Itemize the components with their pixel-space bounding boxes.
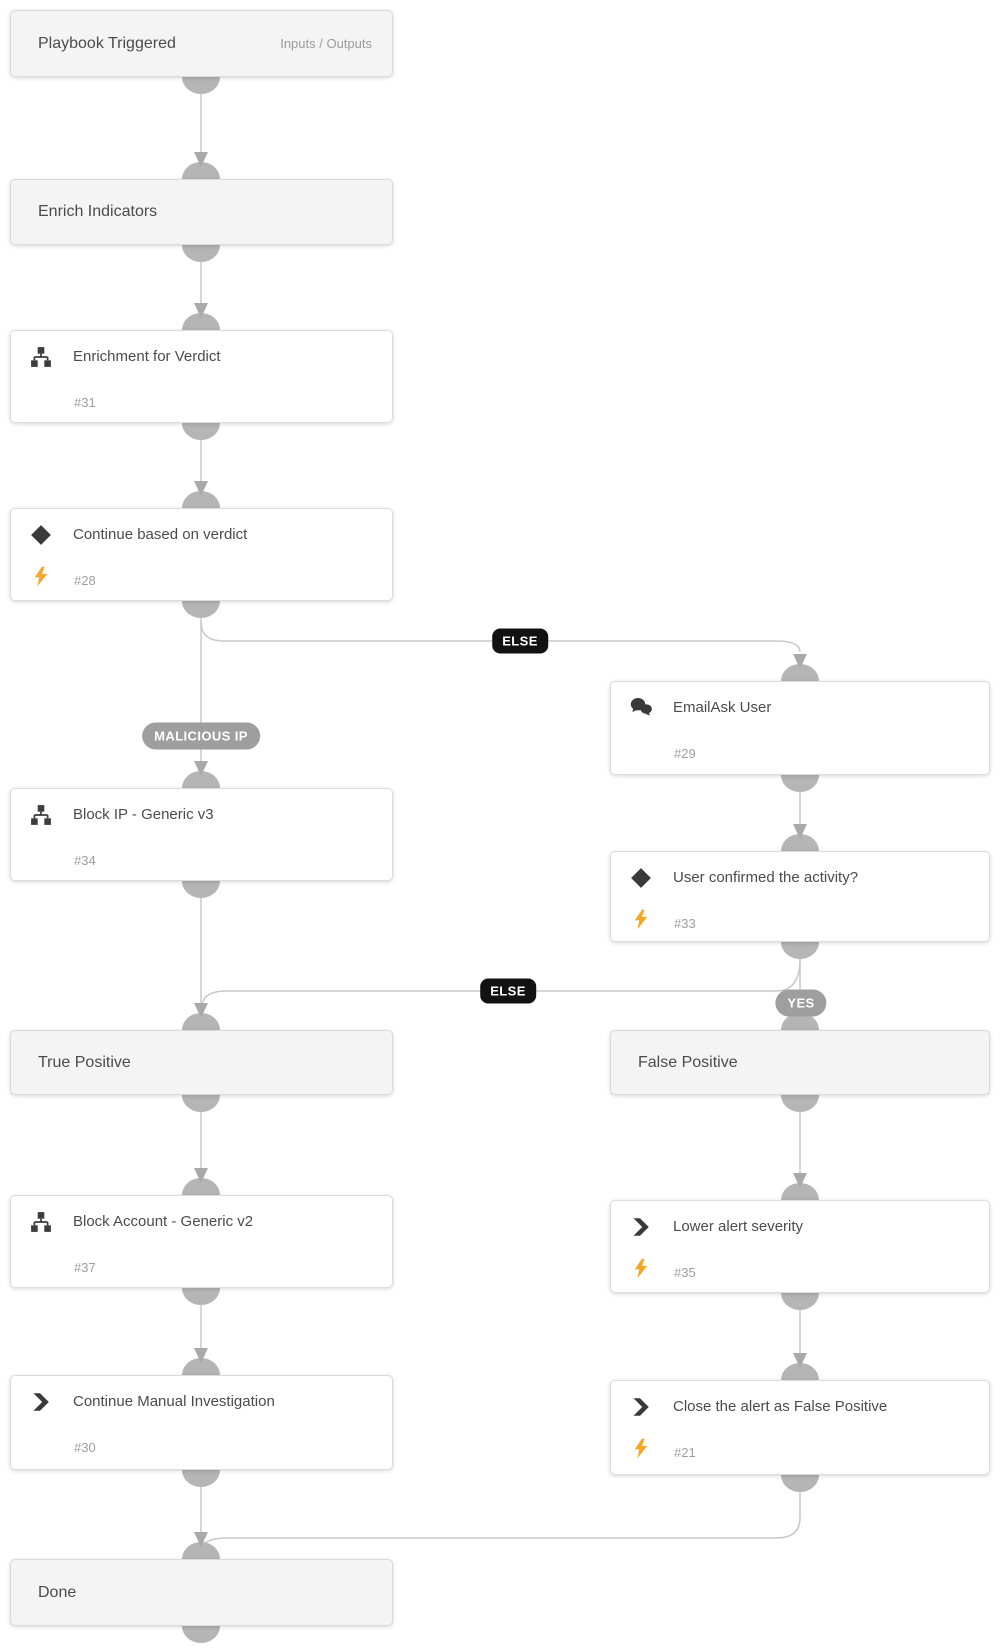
section-title: Playbook Triggered bbox=[38, 34, 176, 52]
section-node-true-positive[interactable]: True Positive bbox=[10, 1030, 393, 1095]
task-number: #21 bbox=[674, 1445, 696, 1460]
task-node-block-account-generic-v2[interactable]: Block Account - Generic v2 #37 bbox=[10, 1195, 393, 1288]
connector-exit-dome bbox=[182, 881, 220, 898]
inputs-outputs-link[interactable]: Inputs / Outputs bbox=[280, 36, 372, 51]
arrowhead-icon bbox=[194, 481, 208, 496]
section-title: Done bbox=[38, 1583, 77, 1601]
connector-entry-dome bbox=[781, 834, 819, 851]
task-node-close-alert-false-positive[interactable]: Close the alert as False Positive #21 bbox=[610, 1380, 990, 1475]
sub-playbook-icon bbox=[30, 1211, 52, 1233]
connector-entry-dome bbox=[781, 1363, 819, 1380]
arrowhead-icon bbox=[194, 1168, 208, 1183]
lightning-icon bbox=[633, 909, 649, 930]
task-node-enrichment-for-verdict[interactable]: Enrichment for Verdict #31 bbox=[10, 330, 393, 423]
task-title: Continue Manual Investigation bbox=[73, 1393, 275, 1410]
connector-exit-dome bbox=[182, 423, 220, 440]
connector-exit-dome bbox=[182, 245, 220, 262]
arrowhead-icon bbox=[194, 1532, 208, 1547]
task-title: Lower alert severity bbox=[673, 1218, 804, 1235]
task-title: Close the alert as False Positive bbox=[673, 1398, 888, 1415]
task-node-lower-alert-severity[interactable]: Lower alert severity #35 bbox=[610, 1200, 990, 1293]
connector-entry-dome bbox=[182, 491, 220, 508]
connector-entry-dome bbox=[182, 1542, 220, 1559]
section-node-enrich-indicators[interactable]: Enrich Indicators bbox=[10, 179, 393, 245]
condition-node-user-confirmed-activity[interactable]: User confirmed the activity? #33 bbox=[610, 851, 990, 942]
arrowhead-icon bbox=[793, 824, 807, 839]
task-number: #28 bbox=[74, 573, 96, 588]
task-number: #37 bbox=[74, 1260, 96, 1275]
section-node-false-positive[interactable]: False Positive bbox=[610, 1030, 990, 1095]
task-node-block-ip-generic-v3[interactable]: Block IP - Generic v3 #34 bbox=[10, 788, 393, 881]
arrowhead-icon bbox=[793, 1353, 807, 1368]
chevron-task-icon bbox=[630, 1396, 652, 1418]
task-number: #34 bbox=[74, 853, 96, 868]
section-title: True Positive bbox=[38, 1053, 131, 1071]
task-title: Block IP - Generic v3 bbox=[73, 806, 214, 823]
arrowhead-icon bbox=[793, 654, 807, 669]
edge-label-else-1: ELSE bbox=[492, 628, 548, 654]
connector-edge bbox=[201, 1491, 801, 1551]
connector-exit-dome bbox=[182, 601, 220, 618]
arrowhead-icon bbox=[793, 1173, 807, 1188]
connector-exit-dome bbox=[182, 1470, 220, 1487]
arrowhead-icon bbox=[194, 761, 208, 776]
section-title: False Positive bbox=[638, 1053, 738, 1071]
task-number: #30 bbox=[74, 1440, 96, 1455]
connector-exit-dome bbox=[781, 942, 819, 959]
connector-exit-dome bbox=[182, 1626, 220, 1643]
edge-label-else-2: ELSE bbox=[480, 978, 536, 1004]
connector-entry-dome bbox=[182, 771, 220, 788]
task-title: User confirmed the activity? bbox=[673, 869, 859, 886]
sub-playbook-icon bbox=[30, 804, 52, 826]
section-node-done[interactable]: Done bbox=[10, 1559, 393, 1626]
task-number: #31 bbox=[74, 395, 96, 410]
connector-exit-dome bbox=[182, 77, 220, 94]
task-title: Enrichment for Verdict bbox=[73, 348, 221, 365]
chevron-task-icon bbox=[30, 1391, 52, 1413]
section-title: Enrich Indicators bbox=[38, 203, 158, 220]
lightning-icon bbox=[633, 1258, 649, 1279]
arrowhead-icon bbox=[194, 152, 208, 167]
connector-entry-dome bbox=[182, 313, 220, 330]
task-title: EmailAsk User bbox=[673, 699, 772, 716]
task-number: #29 bbox=[674, 746, 696, 761]
task-node-continue-manual-investigation[interactable]: Continue Manual Investigation #30 bbox=[10, 1375, 393, 1470]
task-node-emailask-user[interactable]: EmailAsk User #29 bbox=[610, 681, 990, 775]
section-node-playbook-triggered[interactable]: Playbook Triggered Inputs / Outputs bbox=[10, 10, 393, 77]
chevron-task-icon bbox=[630, 1216, 652, 1238]
connector-exit-dome bbox=[781, 775, 819, 792]
connector-exit-dome bbox=[781, 1095, 819, 1112]
arrowhead-icon bbox=[194, 303, 208, 318]
chat-bubbles-icon bbox=[630, 697, 652, 719]
task-title: Continue based on verdict bbox=[73, 526, 248, 543]
connector-exit-dome bbox=[182, 1288, 220, 1305]
lightning-icon bbox=[633, 1438, 649, 1459]
condition-diamond-icon bbox=[30, 524, 52, 546]
edge-label-yes: YES bbox=[775, 989, 827, 1017]
arrowhead-icon bbox=[194, 1348, 208, 1363]
condition-diamond-icon bbox=[630, 867, 652, 889]
condition-node-continue-based-on-verdict[interactable]: Continue based on verdict #28 bbox=[10, 508, 393, 601]
connector-exit-dome bbox=[182, 1095, 220, 1112]
sub-playbook-icon bbox=[30, 346, 52, 368]
arrowhead-icon bbox=[194, 1003, 208, 1018]
connector-entry-dome bbox=[182, 162, 220, 179]
connector-exit-dome bbox=[781, 1293, 819, 1310]
task-number: #35 bbox=[674, 1265, 696, 1280]
connector-entry-dome bbox=[781, 1183, 819, 1200]
connector-exit-dome bbox=[781, 1475, 819, 1492]
connector-entry-dome bbox=[182, 1178, 220, 1195]
task-number: #33 bbox=[674, 916, 696, 931]
connector-entry-dome bbox=[182, 1013, 220, 1030]
lightning-icon bbox=[33, 566, 49, 587]
edge-label-malicious-ip: MALICIOUS IP bbox=[142, 722, 260, 750]
connector-entry-dome bbox=[182, 1358, 220, 1375]
task-title: Block Account - Generic v2 bbox=[73, 1213, 254, 1230]
connector-entry-dome bbox=[781, 664, 819, 681]
connector-entry-dome bbox=[781, 1013, 819, 1030]
